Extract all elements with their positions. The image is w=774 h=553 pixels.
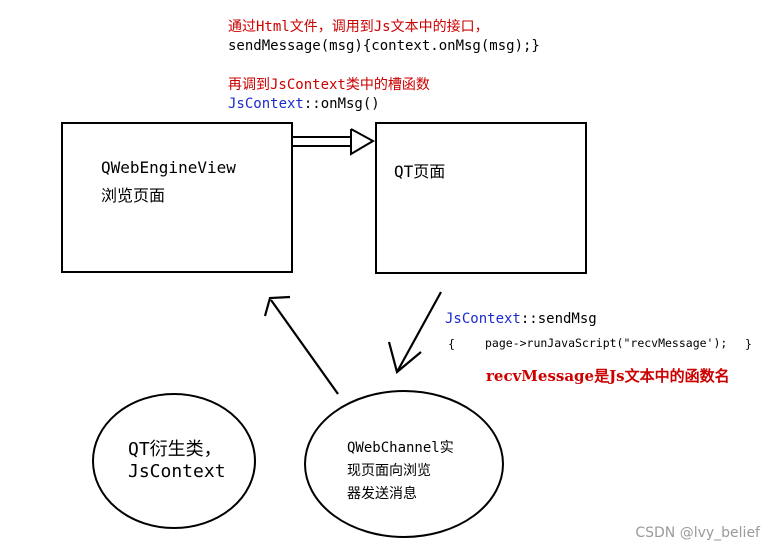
- node-qwebengineview-title: QWebEngineView: [101, 158, 236, 177]
- node-jscontext-ellipse: [92, 393, 256, 529]
- node-jscontext-line1: QT衍生类，: [128, 439, 222, 460]
- annotation-send-message-code: sendMessage(msg){context.onMsg(msg);}: [228, 38, 540, 54]
- annotation-onmsg-class: JsContext: [228, 96, 304, 112]
- annotation-sendmsg: JsContext::sendMsg: [445, 311, 597, 327]
- node-qwebengineview-subtitle: 浏览页面: [101, 186, 166, 205]
- annotation-onmsg: JsContext::onMsg(): [228, 96, 380, 112]
- annotation-sendmsg-method: ::sendMsg: [520, 311, 597, 327]
- node-qwebengineview: QWebEngineView 浏览页面: [61, 122, 293, 273]
- annotation-code-open-brace: {: [448, 337, 455, 351]
- node-jscontext-line2: JsContext: [128, 461, 226, 482]
- node-qwebchannel-ellipse: [304, 390, 504, 538]
- annotation-run-javascript: page->runJavaScript("recvMessage');: [485, 336, 728, 350]
- arrow-channel-to-webengine: [263, 295, 339, 395]
- node-qt-page: QT页面: [375, 122, 587, 274]
- annotation-recvmessage: recvMessage是Js文本中的函数名: [486, 367, 730, 385]
- node-qwebchannel-line1: QWebChannel实: [347, 440, 454, 456]
- annotation-sendmsg-class: JsContext: [445, 311, 521, 327]
- annotation-html-call: 通过Html文件，调用到Js文本中的接口，: [228, 19, 489, 35]
- annotation-slot-call: 再调到JsContext类中的槽函数: [228, 77, 430, 93]
- node-qt-page-label: QT页面: [394, 162, 446, 181]
- arrow-qtpage-to-channel: [387, 291, 442, 374]
- annotation-onmsg-method: ::onMsg(): [303, 96, 380, 112]
- watermark: CSDN @lvy_belief: [635, 525, 760, 541]
- node-qwebchannel-line2: 现页面向浏览: [347, 463, 431, 479]
- annotation-code-close-brace: }: [745, 337, 752, 351]
- arrow-webengine-to-qtpage: [291, 128, 376, 156]
- node-qwebchannel-line3: 器发送消息: [347, 486, 417, 502]
